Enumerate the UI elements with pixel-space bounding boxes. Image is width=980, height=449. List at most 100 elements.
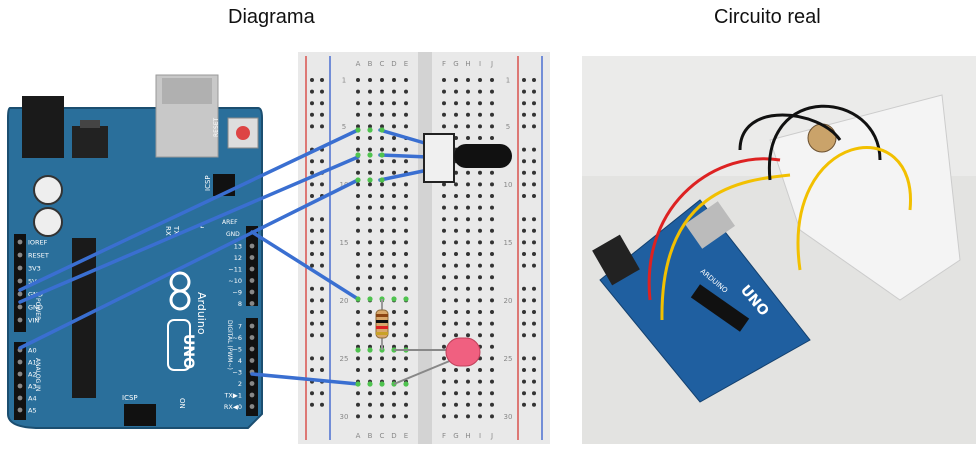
column-label: A <box>356 432 361 440</box>
rail-hole <box>310 333 314 338</box>
breadboard-hole <box>368 414 372 419</box>
rail-hole <box>310 78 314 82</box>
rail-hole <box>522 159 526 164</box>
rail-hole <box>310 228 314 233</box>
breadboard-hole <box>466 89 470 94</box>
header-pin <box>17 265 23 271</box>
column-label: B <box>368 432 373 440</box>
breadboard-hole <box>404 101 408 106</box>
breadboard-hole <box>392 321 396 326</box>
voltage-regulator <box>72 126 108 158</box>
breadboard-hole <box>454 252 458 256</box>
pin-label: ~5 <box>232 346 242 354</box>
breadboard-hole <box>466 391 470 396</box>
breadboard-hole <box>404 286 408 291</box>
breadboard-hole <box>490 391 494 396</box>
breadboard-hole <box>356 159 360 164</box>
pin-label: A5 <box>28 407 37 415</box>
breadboard-gap <box>418 52 432 444</box>
breadboard-hole <box>442 379 446 384</box>
analog-label: ANALOG IN <box>34 358 41 391</box>
rail-hole <box>532 147 536 152</box>
breadboard-hole <box>466 310 470 314</box>
rail-hole <box>522 368 526 372</box>
breadboard-hole <box>454 379 458 384</box>
breadboard-hole <box>392 228 396 233</box>
breadboard-hole <box>442 124 446 129</box>
breadboard-hole <box>454 112 458 117</box>
rail-hole <box>522 147 526 152</box>
row-label: 10 <box>340 181 349 189</box>
rail-hole <box>532 356 536 361</box>
breadboard-hole <box>404 402 408 407</box>
breadboard-hole <box>380 263 384 268</box>
breadboard-hole <box>466 194 470 198</box>
rail-hole <box>320 217 324 222</box>
digital-label: DIGITAL (PWM~) <box>226 320 233 370</box>
header-pin <box>17 395 23 401</box>
breadboard-hole <box>490 228 494 233</box>
breadboard-hole <box>404 263 408 268</box>
pin-label: 8 <box>238 300 242 308</box>
breadboard-hole <box>392 286 396 291</box>
breadboard-hole <box>442 321 446 326</box>
breadboard-hole <box>466 240 470 245</box>
breadboard-hole <box>490 379 494 384</box>
pin-label: 2 <box>238 380 242 388</box>
breadboard-hole <box>368 124 372 129</box>
rail-hole <box>532 286 536 291</box>
header-pin <box>17 239 23 245</box>
pin-label: 13 <box>234 243 242 251</box>
breadboard-hole <box>404 368 408 372</box>
breadboard-hole <box>380 101 384 106</box>
rail-hole <box>310 182 314 187</box>
wire-pin3 <box>250 372 360 386</box>
breadboard-hole <box>454 275 458 280</box>
breadboard-hole <box>442 101 446 106</box>
pin-label: 5V <box>28 278 37 286</box>
breadboard-hole <box>478 124 482 129</box>
rail-hole <box>522 321 526 326</box>
breadboard-hole <box>404 124 408 129</box>
breadboard-hole <box>478 286 482 291</box>
breadboard-hole <box>368 310 372 314</box>
breadboard-hole <box>392 112 396 117</box>
column-label: D <box>391 432 396 440</box>
header-pin <box>249 335 255 340</box>
rail-hole <box>320 112 324 117</box>
diagram-title: Diagrama <box>228 6 315 28</box>
breadboard-hole <box>454 286 458 291</box>
rail-hole <box>532 170 536 175</box>
breadboard-hole <box>442 414 446 419</box>
breadboard-hole <box>442 263 446 268</box>
rail-hole <box>532 124 536 129</box>
row-label: 30 <box>504 413 513 421</box>
breadboard-hole <box>490 136 494 140</box>
breadboard-hole <box>368 170 372 175</box>
breadboard-hole <box>368 205 372 210</box>
breadboard-hole <box>380 368 384 372</box>
breadboard-hole <box>490 402 494 407</box>
breadboard-hole <box>380 286 384 291</box>
breadboard-hole <box>478 205 482 210</box>
breadboard-hole <box>368 112 372 117</box>
breadboard-hole <box>356 124 360 129</box>
rail-hole <box>522 112 526 117</box>
breadboard-hole <box>478 298 482 303</box>
breadboard-hole <box>454 263 458 268</box>
pin-label: A0 <box>28 347 37 355</box>
breadboard-hole <box>356 252 360 256</box>
column-label: G <box>453 60 458 68</box>
rail-hole <box>532 101 536 106</box>
rail-hole <box>532 298 536 303</box>
breadboard-hole <box>490 368 494 372</box>
on-label: ON <box>178 398 186 409</box>
breadboard-hole <box>356 170 360 175</box>
pin-label: ~6 <box>232 334 242 342</box>
pin-label: RX◀0 <box>224 403 242 411</box>
breadboard-hole <box>404 391 408 396</box>
circuit-photo: UNO ARDUINO <box>582 56 976 444</box>
column-label: E <box>404 60 408 68</box>
breadboard-hole <box>442 112 446 117</box>
rail-hole <box>320 391 324 396</box>
